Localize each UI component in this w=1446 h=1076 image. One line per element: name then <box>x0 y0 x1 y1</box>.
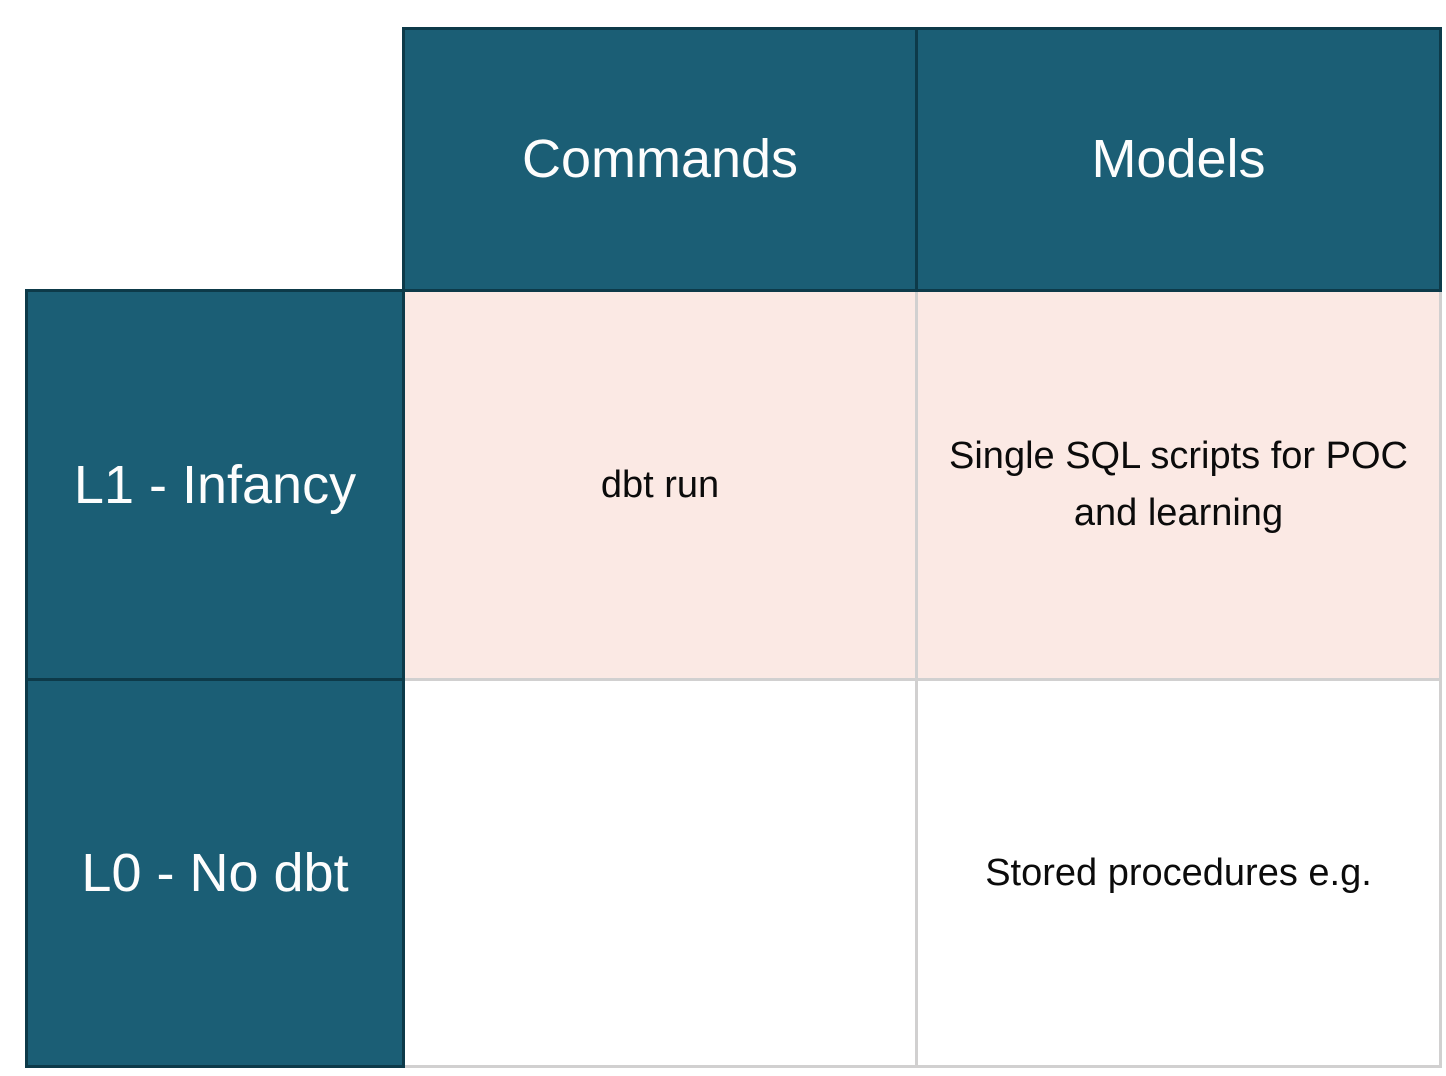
column-header-models: Models <box>915 27 1442 292</box>
maturity-matrix-table: Commands Models L1 - Infancy dbt run Sin… <box>25 27 1442 1068</box>
table-row-l0: L0 - No dbt Stored procedures e.g. <box>25 678 1442 1068</box>
cell-l1-models: Single SQL scripts for POC and learning <box>915 289 1442 681</box>
column-header-commands: Commands <box>402 27 918 292</box>
row-header-l1-infancy: L1 - Infancy <box>25 289 405 681</box>
header-row: Commands Models <box>27 27 1442 292</box>
cell-l0-models: Stored procedures e.g. <box>915 678 1442 1068</box>
table-row-l1: L1 - Infancy dbt run Single SQL scripts … <box>25 289 1442 681</box>
cell-l1-commands: dbt run <box>402 289 918 681</box>
row-header-l0-no-dbt: L0 - No dbt <box>25 678 405 1068</box>
cell-l0-commands <box>402 678 918 1068</box>
corner-cell <box>27 29 404 291</box>
